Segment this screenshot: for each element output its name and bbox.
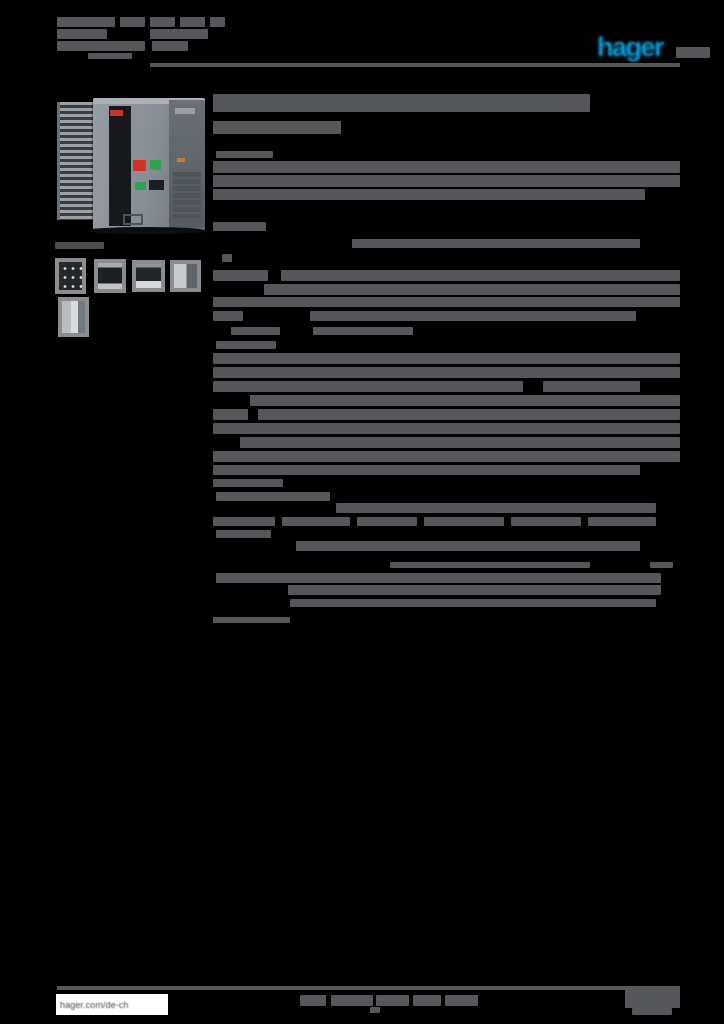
footer-redacted-text <box>632 1008 672 1015</box>
breaker-front-panel <box>109 106 131 226</box>
thumbnail-image <box>174 264 197 288</box>
content-redacted-text <box>213 222 266 231</box>
product-thumbnail-side-tall <box>58 297 89 337</box>
content-redacted-text <box>213 465 640 475</box>
hager-logo: hager <box>597 32 665 62</box>
content-redacted-text <box>213 175 680 187</box>
content-redacted-text <box>357 517 417 526</box>
product-thumbnail-side-profile <box>170 260 201 292</box>
breaker-type-label <box>110 110 123 116</box>
product-thumbnail-front-terminals <box>132 260 165 292</box>
racking-handle-slot <box>123 214 143 225</box>
content-redacted-text <box>213 409 248 420</box>
breaker-mechanism <box>57 102 100 220</box>
header-redacted-text <box>150 17 175 27</box>
header-redacted-text <box>88 53 132 59</box>
footer-redacted-text <box>625 989 680 1008</box>
content-redacted-text <box>213 423 680 434</box>
content-redacted-text <box>264 284 680 295</box>
thumbnail-image <box>62 301 85 333</box>
header-redacted-text <box>152 41 188 51</box>
photo-shadow <box>87 227 205 234</box>
content-redacted-text <box>288 585 661 595</box>
content-redacted-text <box>213 353 680 364</box>
content-redacted-text <box>213 617 290 623</box>
content-redacted-text <box>282 517 350 526</box>
footer-redacted-text <box>331 995 373 1006</box>
product-thumbnail-front-closed <box>94 259 126 293</box>
content-redacted-text <box>213 161 680 173</box>
header-redacted-text <box>676 47 710 58</box>
thumbnail-image <box>98 263 122 289</box>
footer-redacted-text <box>413 995 441 1006</box>
rating-label <box>173 172 201 218</box>
product-thumbnail-rear-contacts <box>55 258 86 294</box>
header-redacted-text <box>57 41 145 51</box>
content-redacted-text <box>213 517 275 526</box>
content-redacted-text <box>213 367 680 378</box>
content-redacted-text <box>222 254 232 262</box>
thumbnail-image <box>136 264 161 288</box>
header-redacted-text <box>57 17 115 27</box>
content-redacted-text <box>216 492 330 501</box>
content-redacted-text <box>213 311 243 321</box>
content-redacted-text <box>313 327 413 335</box>
content-redacted-text <box>288 573 661 583</box>
content-redacted-text <box>213 479 283 487</box>
content-redacted-text <box>290 599 656 607</box>
content-redacted-text <box>213 189 645 200</box>
content-redacted-text <box>511 517 581 526</box>
content-redacted-text <box>216 341 276 349</box>
product-photo <box>57 88 205 238</box>
content-redacted-text <box>216 151 273 158</box>
thumbnail-image <box>59 262 82 290</box>
header-redacted-text <box>57 29 107 39</box>
on-button <box>150 160 161 170</box>
header-redacted-text <box>150 29 208 39</box>
content-redacted-text <box>650 562 673 568</box>
content-redacted-text <box>213 381 523 392</box>
content-redacted-text <box>336 503 656 513</box>
charged-indicator <box>135 182 146 190</box>
content-redacted-text <box>250 395 680 406</box>
content-redacted-text <box>588 517 656 526</box>
footer-url-link[interactable]: hager.com/de-ch <box>60 999 129 1010</box>
footer-redacted-text <box>445 995 478 1006</box>
footer-redacted-text <box>300 995 326 1006</box>
content-redacted-text <box>213 297 680 307</box>
content-redacted-text <box>240 437 680 448</box>
content-redacted-text <box>213 451 680 462</box>
content-redacted-text <box>231 327 280 335</box>
content-redacted-text <box>352 239 640 248</box>
content-redacted-text <box>213 270 268 281</box>
content-redacted-text <box>424 517 504 526</box>
content-redacted-text <box>216 573 288 583</box>
content-redacted-text <box>213 121 341 134</box>
content-redacted-text <box>543 381 640 392</box>
content-redacted-text <box>390 562 590 568</box>
header-redacted-text <box>120 17 145 27</box>
status-display <box>149 180 164 190</box>
content-redacted-text <box>216 530 271 538</box>
header-redacted-text <box>210 17 225 27</box>
content-redacted-text <box>310 311 636 321</box>
header-redacted-text <box>180 17 205 27</box>
charge-mark <box>177 158 185 162</box>
photo_caption-redacted-text <box>55 242 104 249</box>
off-button <box>133 160 146 171</box>
content-redacted-text <box>296 541 640 551</box>
footer-redacted-text <box>370 1007 380 1013</box>
content-redacted-text <box>258 409 680 420</box>
brand-tag <box>175 108 195 114</box>
content-redacted-text <box>213 94 590 112</box>
footer-redacted-text <box>376 995 409 1006</box>
header-divider <box>150 63 680 67</box>
footer-url-box: hager.com/de-ch <box>56 994 168 1015</box>
footer-divider <box>57 986 680 990</box>
breaker-top-edge <box>93 98 205 104</box>
content-redacted-text <box>281 270 680 281</box>
